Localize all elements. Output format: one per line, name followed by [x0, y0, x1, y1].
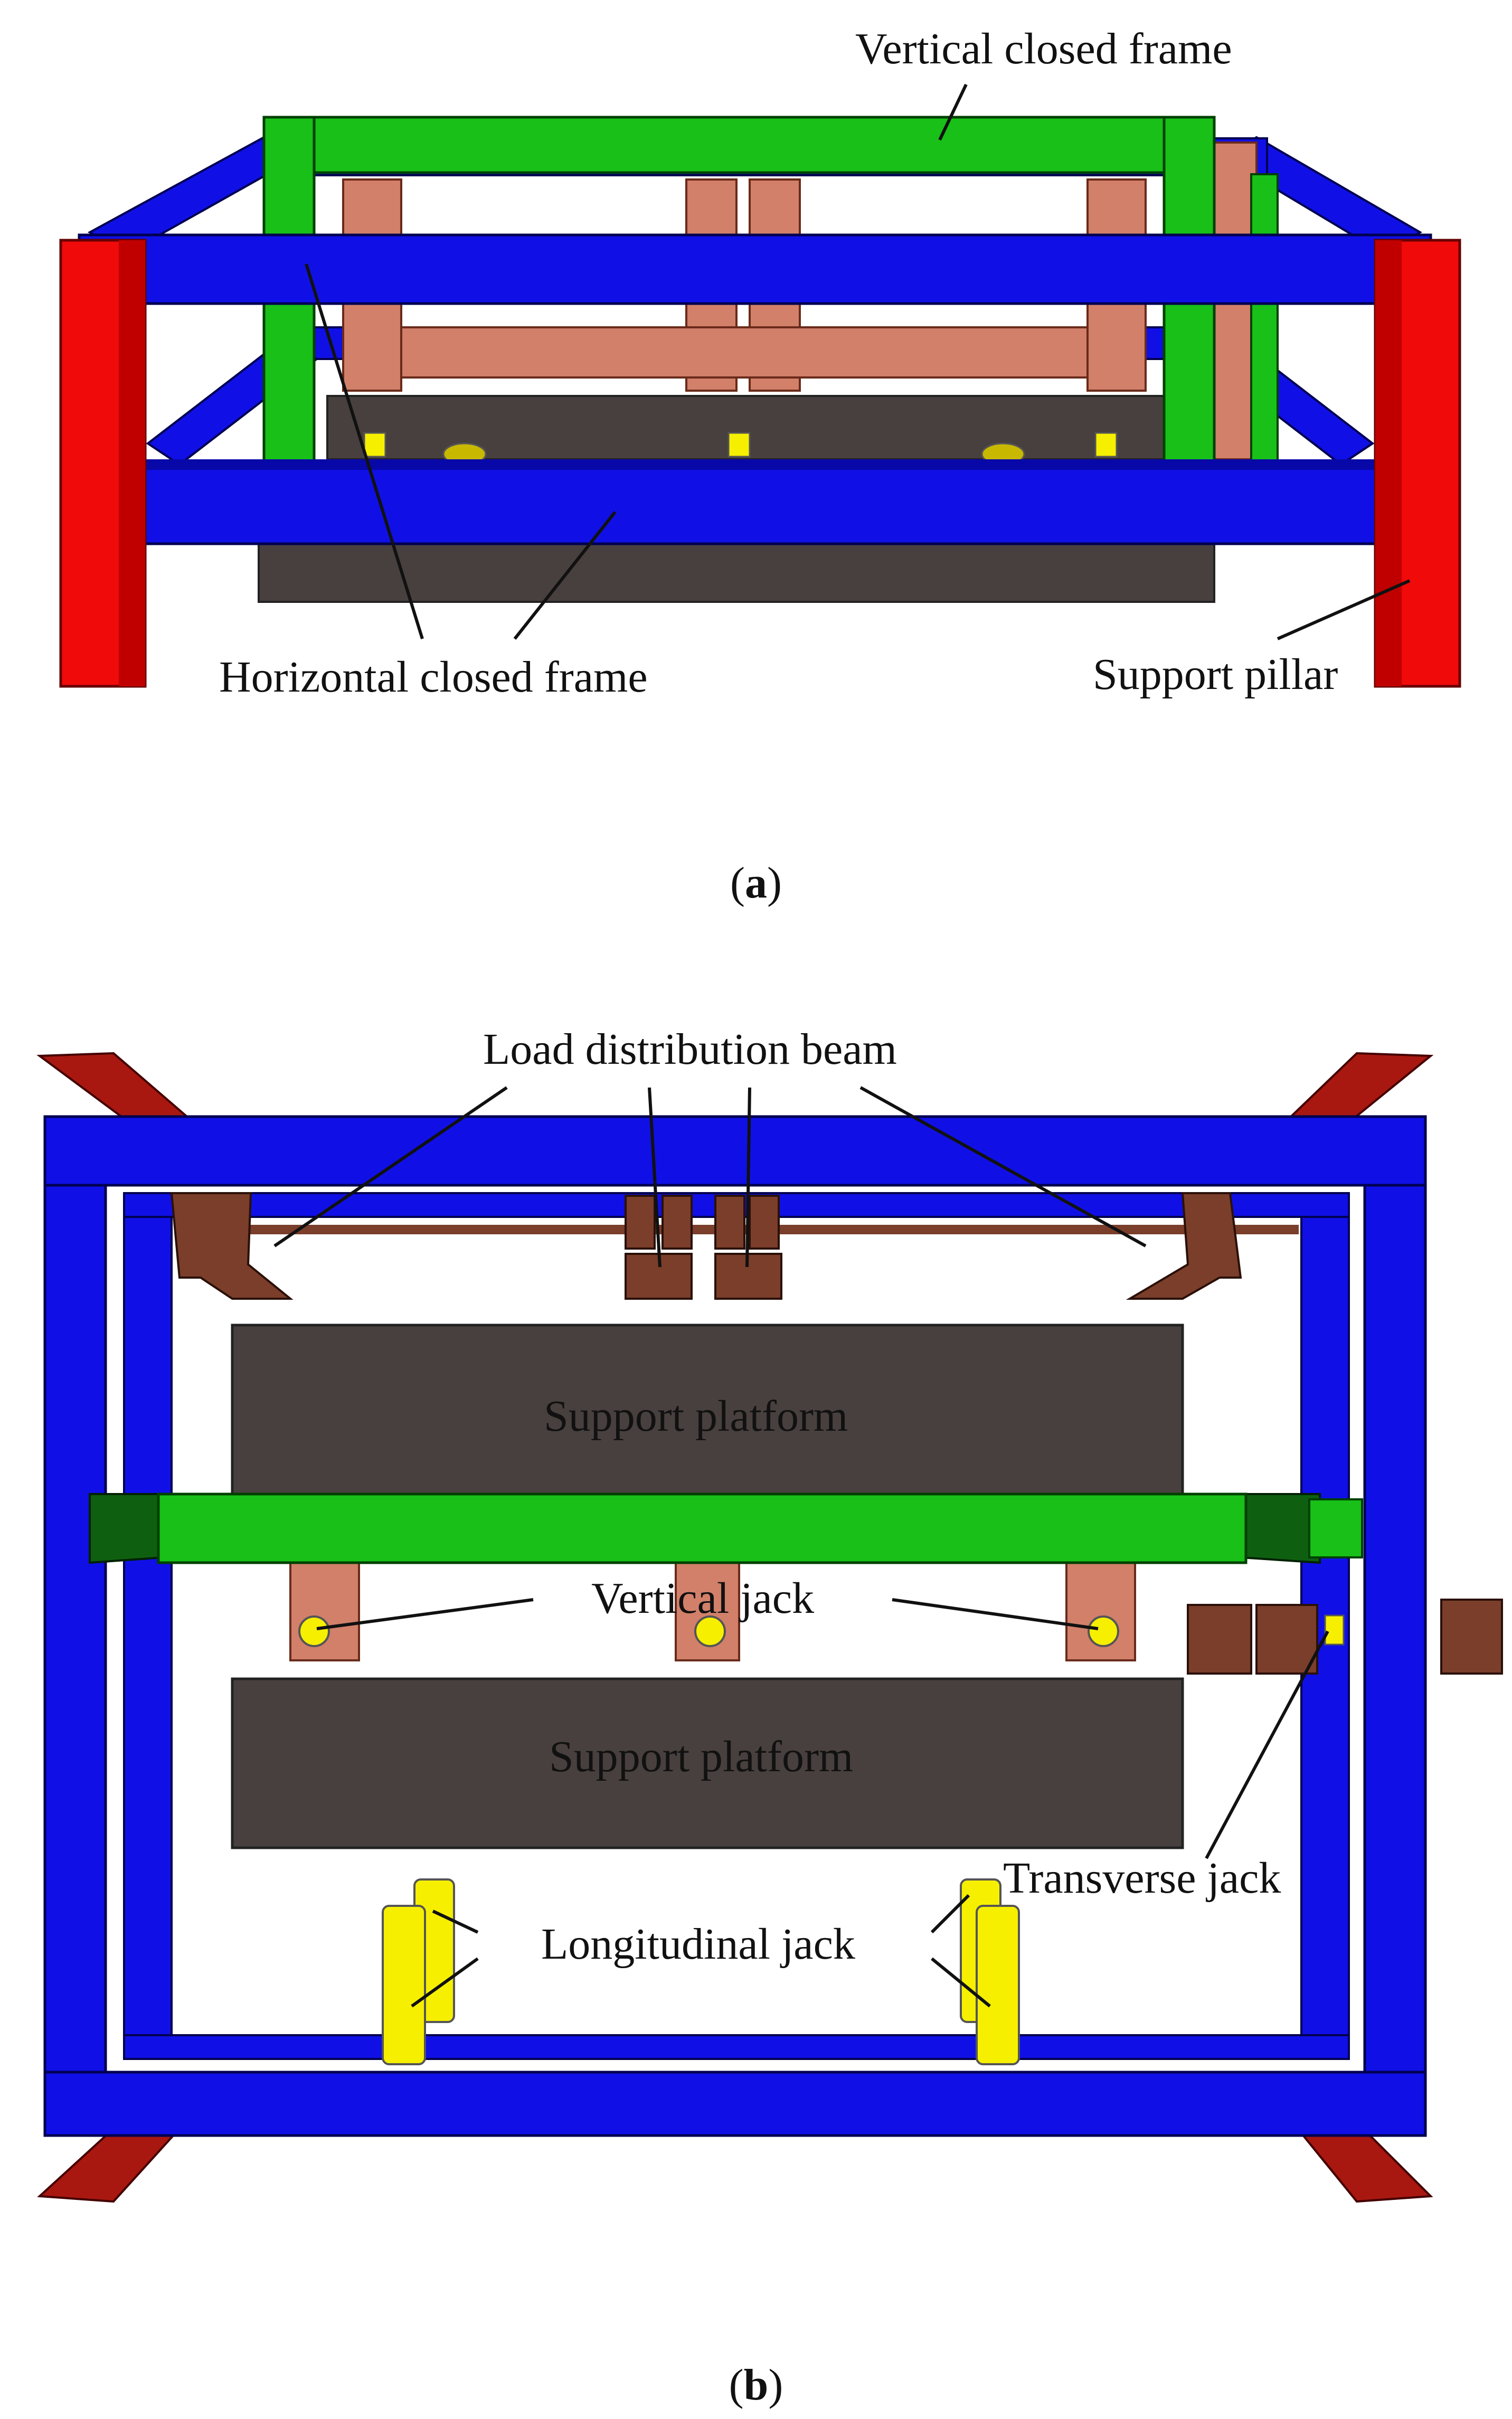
horizontal-closed-frame-bottom-beam [141, 463, 1379, 545]
caption-b: (b) [729, 2360, 783, 2409]
label-transverse-jack: Transverse jack [1003, 1854, 1281, 1903]
transverse-jack-assembly [1187, 1599, 1503, 1675]
label-support-platform-bottom: Support platform [549, 1732, 853, 1781]
panel-a-front-view: Vertical closed frame Horizontal closed … [59, 24, 1461, 908]
vertical-closed-frame-plan [89, 1492, 1363, 1564]
label-horizontal-closed-frame: Horizontal closed frame [219, 653, 648, 702]
support-platform-bottom [231, 1677, 1184, 1849]
leader-support-pillar [1277, 579, 1411, 640]
leader-horizontal-frame-1 [305, 263, 424, 639]
label-load-distribution-beam: Load distribution beam [483, 1025, 897, 1074]
bottom-beam-top-edge [143, 459, 1378, 470]
vertical-jack-heads [298, 1615, 1119, 1647]
label-support-pillar: Support pillar [1093, 650, 1338, 699]
leader-vertical-closed-frame [938, 83, 968, 141]
support-platform-a-lower [258, 537, 1215, 603]
support-platform-top [231, 1324, 1184, 1496]
label-vertical-jack: Vertical jack [591, 1574, 814, 1623]
support-pillar-shape [59, 239, 1461, 688]
label-support-platform-top: Support platform [544, 1392, 848, 1441]
caption-a: (a) [730, 858, 782, 908]
horizontal-closed-frame-plan [43, 1115, 1427, 2137]
leader-lines-b [273, 1086, 1329, 2008]
leader-horizontal-frame-2 [513, 511, 617, 640]
label-vertical-closed-frame: Vertical closed frame [855, 24, 1232, 73]
label-longitudinal-jack: Longitudinal jack [541, 1920, 855, 1969]
panel-b-plan-view: Load distribution beam Support platform … [36, 1025, 1503, 2409]
horizontal-closed-frame-top-beam [78, 233, 1432, 305]
longitudinal-jacks [382, 1878, 1020, 2065]
